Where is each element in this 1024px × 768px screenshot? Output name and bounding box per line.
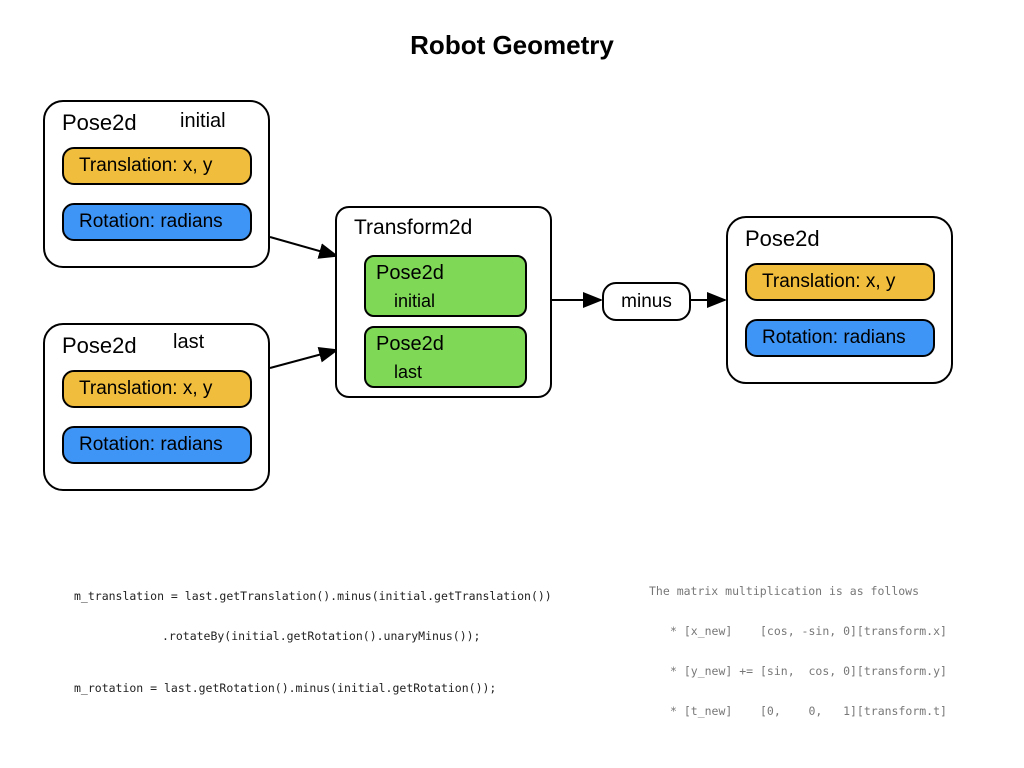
transform-pose-last-name: last xyxy=(394,362,423,382)
matrix-note-row-x: * [x_new] [cos, -sin, 0][transform.x] xyxy=(670,624,947,638)
pose-last-translation: Translation: x, y xyxy=(62,370,252,408)
code-line-rotation: m_rotation = last.getRotation().minus(in… xyxy=(74,681,497,695)
pose-last-label: Pose2d xyxy=(62,333,137,358)
pose-result-rotation: Rotation: radians xyxy=(745,319,935,357)
matrix-note-row-t: * [t_new] [0, 0, 1][transform.t] xyxy=(670,704,947,718)
pose-initial-box: Pose2d initial Translation: x, y Rotatio… xyxy=(43,100,270,268)
transform-box: Transform2d Pose2d initial Pose2d last xyxy=(335,206,552,398)
arrow-last-to-transform xyxy=(269,346,339,369)
pose-result-translation: Translation: x, y xyxy=(745,263,935,301)
pose-initial-label: Pose2d xyxy=(62,110,137,135)
transform-pose-last-label: Pose2d xyxy=(376,333,444,355)
transform-pose-initial-label: Pose2d xyxy=(376,262,444,284)
pose-result-label: Pose2d xyxy=(745,226,820,251)
pose-initial-translation: Translation: x, y xyxy=(62,147,252,185)
transform-label: Transform2d xyxy=(354,216,473,239)
pose-initial-rotation: Rotation: radians xyxy=(62,203,252,241)
minus-operator: minus xyxy=(602,282,691,321)
code-line-rotate-by: .rotateBy(initial.getRotation().unaryMin… xyxy=(162,629,481,643)
transform-pose-initial: Pose2d initial xyxy=(364,255,527,317)
pose-result-box: Pose2d Translation: x, y Rotation: radia… xyxy=(726,216,953,384)
diagram-title: Robot Geometry xyxy=(410,30,614,60)
arrow-initial-to-transform xyxy=(269,236,339,259)
pose-last-name: last xyxy=(173,331,205,353)
matrix-note-row-y: * [y_new] += [sin, cos, 0][transform.y] xyxy=(670,664,947,678)
matrix-note-heading: The matrix multiplication is as follows xyxy=(649,584,920,598)
pose-last-box: Pose2d last Translation: x, y Rotation: … xyxy=(43,323,270,491)
code-line-translation: m_translation = last.getTranslation().mi… xyxy=(74,589,552,603)
transform-pose-initial-name: initial xyxy=(394,291,436,311)
pose-initial-name: initial xyxy=(180,110,226,132)
pose-last-rotation: Rotation: radians xyxy=(62,426,252,464)
transform-pose-last: Pose2d last xyxy=(364,326,527,388)
